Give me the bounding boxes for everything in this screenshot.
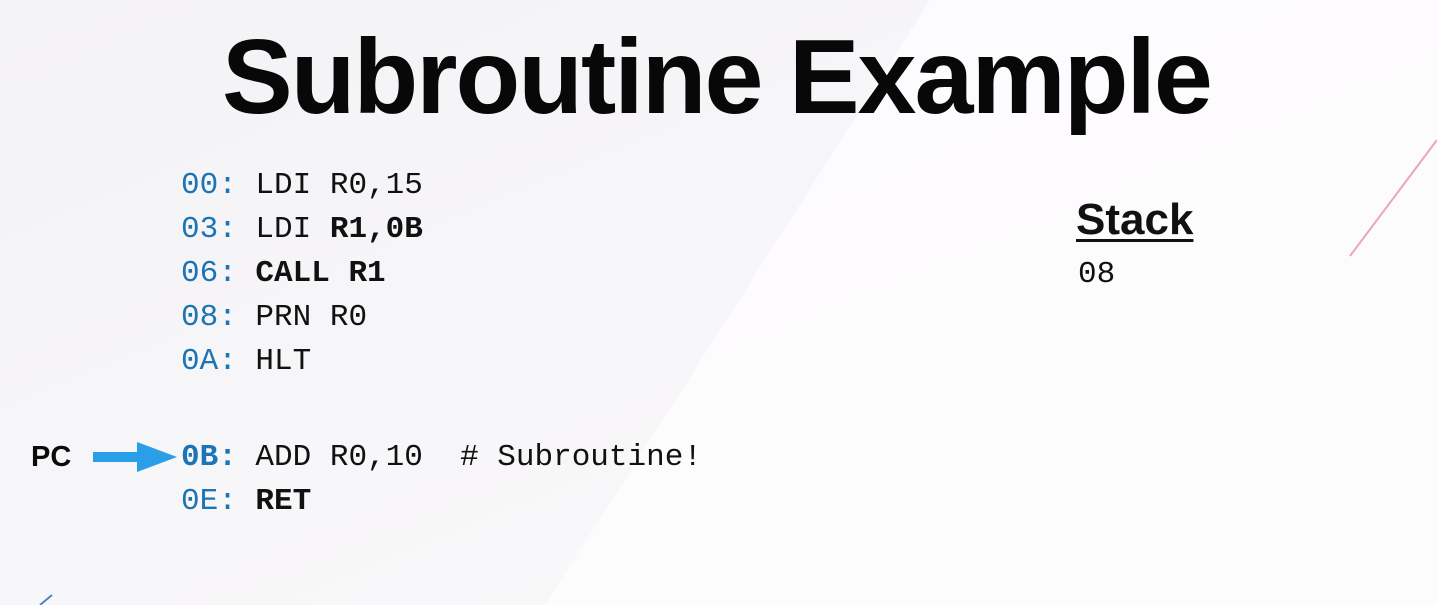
code-address-current: 0B: — [181, 440, 237, 475]
accent-tick — [39, 594, 53, 605]
stack-title: Stack — [1076, 195, 1194, 244]
code-op: CALL — [255, 256, 330, 291]
code-args: R1 — [348, 256, 386, 291]
code-line: 03: LDI R1,0B — [181, 208, 423, 252]
code-op: RET — [255, 484, 312, 519]
code-op: PRN — [255, 300, 312, 335]
accent-line — [1349, 139, 1437, 257]
code-args: R0,15 — [329, 168, 423, 203]
code-line: 0A: HLT — [181, 340, 311, 384]
program-counter-label: PC — [31, 441, 72, 473]
code-line: 06: CALL R1 — [181, 252, 386, 296]
code-line: 0E: RET — [181, 480, 311, 524]
code-comment: # Subroutine! — [460, 440, 702, 475]
code-op: LDI — [255, 168, 312, 203]
code-line-current: 0B: ADD R0,10 # Subroutine! — [181, 436, 702, 480]
stack-value: 08 — [1078, 257, 1116, 292]
code-op: ADD — [255, 440, 312, 475]
code-args: R0,10 — [329, 440, 423, 475]
code-address: 08: — [181, 300, 237, 335]
right-arrow-icon — [93, 442, 177, 472]
code-address: 06: — [181, 256, 237, 291]
code-address: 03: — [181, 212, 237, 247]
code-line: 00: LDI R0,15 — [181, 164, 423, 208]
code-address: 0A: — [181, 344, 237, 379]
code-op: LDI — [255, 212, 312, 247]
code-args: R1,0B — [329, 212, 423, 247]
code-args: R0 — [329, 300, 368, 335]
code-address: 00: — [181, 168, 237, 203]
code-line: 08: PRN R0 — [181, 296, 367, 340]
slide-title: Subroutine Example — [222, 18, 1213, 136]
code-op: HLT — [255, 344, 312, 379]
code-address: 0E: — [181, 484, 237, 519]
